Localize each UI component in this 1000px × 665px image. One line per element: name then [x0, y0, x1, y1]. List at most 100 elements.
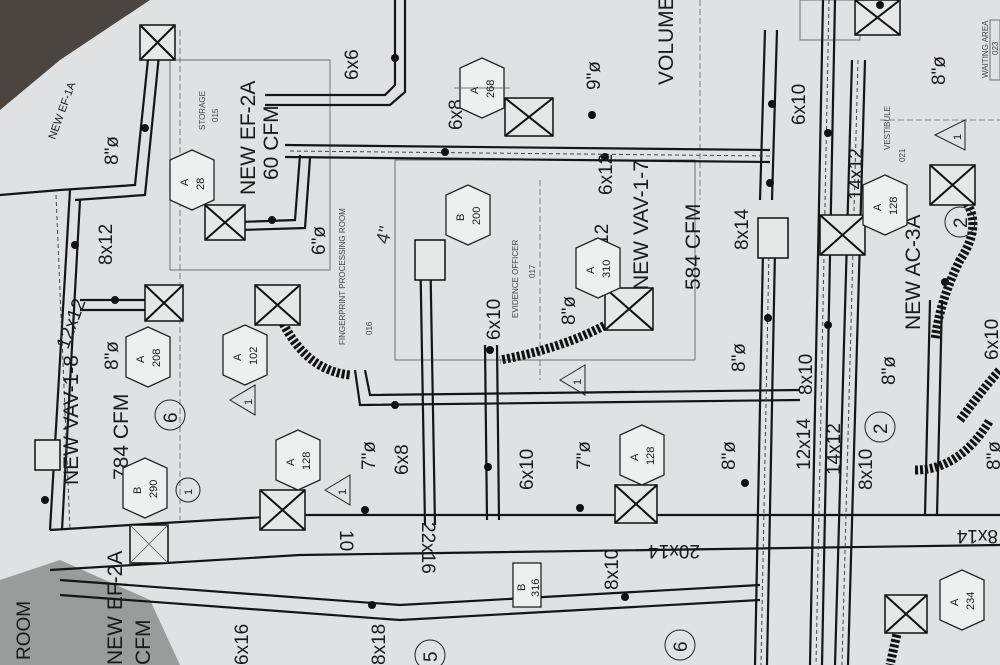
diffuser-icon — [614, 484, 658, 524]
diameter: 7"ø — [574, 441, 595, 470]
duct-size: 6x6 — [342, 49, 363, 80]
return-grille-icon — [414, 239, 446, 281]
diffuser-icon — [204, 204, 246, 241]
diffuser-icon — [139, 24, 176, 61]
svg-text:A: A — [135, 355, 147, 363]
duct-size: 8x12 — [96, 224, 117, 265]
svg-text:A: A — [285, 458, 297, 466]
duct-size-labels: 6x6 6x8 8x12 12x12 6x12 6x12 6x10 8x14 1… — [53, 49, 1000, 665]
duct-size: 6x10 — [517, 449, 538, 490]
duct-size: 6x10 — [982, 319, 1000, 360]
vav-box-icon — [34, 439, 61, 471]
svg-text:A: A — [469, 86, 481, 94]
diffuser-icon — [929, 164, 976, 206]
svg-text:B: B — [455, 214, 467, 221]
diffuser-icon — [144, 284, 184, 322]
room-number: 017 — [528, 264, 537, 278]
diameter: 8"ø — [559, 296, 580, 325]
diameter: 8"ø — [929, 56, 950, 85]
duct-size: 10 — [335, 530, 356, 551]
svg-text:2: 2 — [871, 423, 892, 434]
diffuser-icon — [604, 287, 654, 331]
svg-text:316: 316 — [530, 579, 542, 597]
triangle-marker: 1 — [229, 384, 256, 416]
ef-2a-cfm-lower: CFM — [132, 620, 155, 665]
vav-1-7-cfm: 584 CFM — [682, 204, 705, 290]
duct-liner — [55, 0, 859, 665]
table-surface — [0, 0, 150, 110]
diffuser-icon — [819, 214, 866, 256]
svg-text:128: 128 — [645, 447, 657, 465]
room-name: WAITING AREA — [981, 20, 990, 78]
diameter: 8"ø — [102, 136, 123, 165]
ef-2a-name: NEW EF-2A — [237, 81, 260, 195]
triangle-marker: 1 — [933, 119, 966, 151]
return-grille-icon — [129, 524, 169, 564]
room-name: VESTIBULE — [883, 106, 892, 150]
diameter: 7"ø — [359, 441, 380, 470]
svg-text:1: 1 — [952, 134, 964, 140]
diffuser-icon — [504, 97, 554, 137]
diameter: 9"ø — [584, 61, 605, 90]
svg-text:5: 5 — [421, 651, 442, 662]
triangle-marker: 1 — [559, 364, 586, 396]
svg-text:290: 290 — [148, 480, 160, 498]
svg-text:A: A — [232, 353, 244, 361]
duct-size: 6x10 — [789, 84, 810, 125]
svg-text:1: 1 — [243, 399, 255, 405]
duct-size: 12x14 — [794, 418, 815, 470]
ef-2a-cfm: 60 CFM — [260, 105, 283, 180]
svg-text:128: 128 — [301, 452, 313, 470]
svg-text:234: 234 — [965, 592, 977, 610]
handwritten-note: 4" — [373, 224, 398, 246]
diffuser-tag: A 128 — [275, 429, 321, 491]
room-number: 016 — [365, 321, 374, 335]
svg-text:1: 1 — [183, 489, 195, 495]
room-walls — [169, 0, 1000, 520]
diameter-labels: 8"ø 6"ø 9"ø 8"ø 8"ø 8"ø 7"ø 7"ø 8"ø 8"ø … — [102, 56, 1000, 470]
vav-1-8-name: NEW VAV-1-8 — [60, 355, 83, 485]
circle-marker: 2 — [944, 206, 976, 238]
svg-text:310: 310 — [601, 260, 613, 278]
svg-text:6: 6 — [671, 641, 692, 652]
svg-text:A: A — [585, 266, 597, 274]
diffuser-icon — [254, 284, 301, 326]
svg-text:B: B — [516, 584, 528, 591]
svg-text:200: 200 — [471, 207, 483, 225]
duct-size: 6x8 — [392, 444, 413, 475]
circle-marker: 5 — [414, 639, 446, 665]
diffuser-tag: A 102 — [222, 324, 268, 386]
duct-size: 6x10 — [484, 299, 505, 340]
diffuser-icon — [259, 489, 306, 531]
diameter: 8"ø — [879, 356, 900, 385]
svg-text:1: 1 — [572, 379, 584, 385]
diameter: 8"ø — [719, 441, 740, 470]
duct-size: 14x12 — [824, 423, 845, 475]
svg-text:2: 2 — [951, 217, 972, 228]
circle-marker: 2 — [864, 411, 896, 443]
ac-3a-name: NEW AC-3A — [902, 214, 925, 330]
duct-size: 8x18 — [369, 624, 390, 665]
circle-marker: 6 — [154, 399, 186, 431]
svg-text:A: A — [179, 178, 191, 186]
ef-2a-name-lower: NEW EF-2A — [104, 551, 127, 665]
svg-text:1: 1 — [337, 489, 349, 495]
svg-text:6: 6 — [161, 412, 182, 423]
folded-paper-back — [0, 560, 180, 665]
diameter: 8"ø — [729, 343, 750, 372]
room-number: 023 — [991, 41, 1000, 55]
duct-size: 20x14 — [648, 540, 700, 561]
svg-text:102: 102 — [248, 347, 260, 365]
triangle-marker: 1 — [324, 474, 351, 506]
